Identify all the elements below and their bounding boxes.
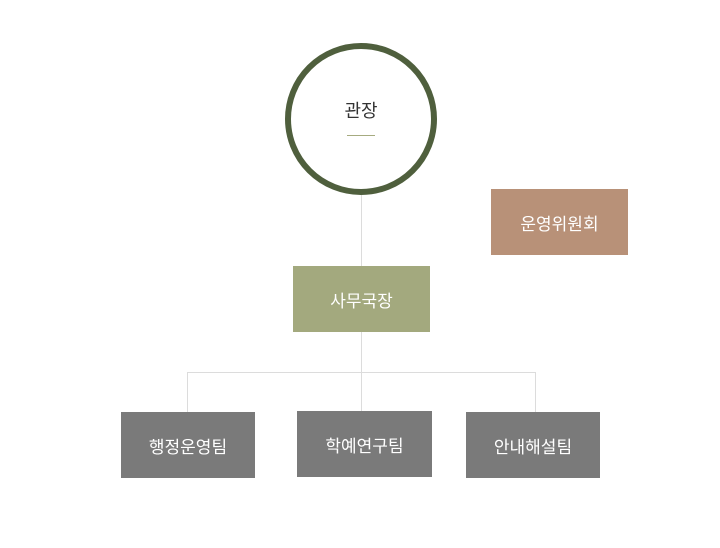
team-node-guide: 안내해설팀	[466, 412, 600, 478]
director-label: 관장	[344, 100, 378, 122]
committee-label: 운영위원회	[520, 214, 599, 235]
connector-director-secretary	[361, 195, 362, 267]
team-label: 행정운영팀	[148, 437, 228, 458]
connector-horizontal-bus	[187, 372, 536, 373]
secretary-label: 사무국장	[330, 291, 393, 312]
team-label: 안내해설팀	[493, 437, 573, 458]
team-label: 학예연구팀	[325, 436, 404, 457]
secretary-node: 사무국장	[293, 266, 430, 332]
director-node: 관장	[285, 43, 437, 195]
team-node-admin: 행정운영팀	[121, 412, 255, 478]
team-node-curatorial: 학예연구팀	[297, 411, 432, 477]
committee-node: 운영위원회	[491, 189, 628, 255]
director-underline	[347, 134, 375, 136]
